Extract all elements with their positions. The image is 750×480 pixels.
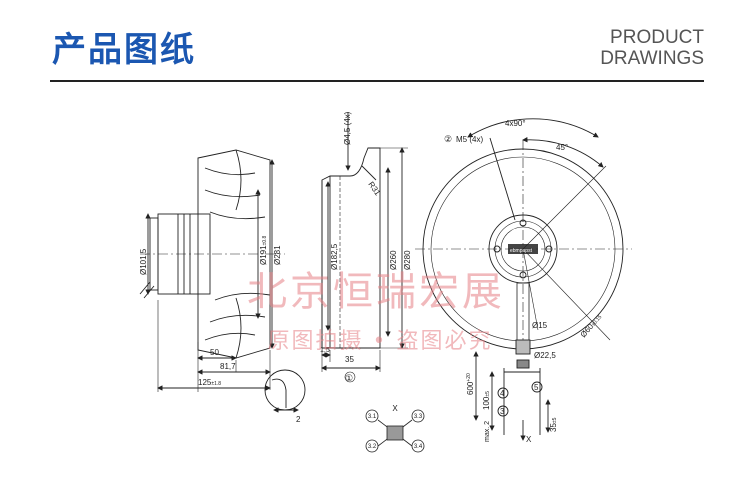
dim-101-5: Ø101,5: [139, 248, 148, 275]
dim-2: 2: [296, 415, 301, 424]
dim-1-5: 1,5: [320, 347, 330, 354]
callout-4: 4: [500, 389, 505, 398]
dim-280: Ø280: [403, 250, 412, 270]
dim-100: 100±5: [482, 391, 491, 410]
dim-600: 600+20: [466, 373, 475, 395]
dim-35: 35: [345, 355, 354, 364]
dim-22-5: Ø22,5: [534, 351, 556, 360]
side-view-labels: 50 81,7 125±1.8 Ø101,5 Ø191±0.8 Ø281 2: [139, 236, 301, 424]
cable-x-label: X: [526, 435, 532, 444]
callout-2: ②: [444, 134, 452, 144]
dim-max2: max. 2: [484, 421, 491, 442]
watermark-line-2: 原图拍摄 • 盗图必究: [268, 329, 493, 354]
dim-4x90: 4x90°: [505, 119, 526, 128]
section-view: [321, 112, 408, 383]
page-title: 产品图纸: [52, 30, 196, 70]
front-view: [415, 118, 632, 355]
callout-5: 5: [534, 383, 539, 392]
front-view-labels: 4x90° ② M5 (4x) 45° ebmpapst Ø15 Ø60±0.1…: [444, 119, 603, 360]
page-subtitle: PRODUCT DRAWINGS: [600, 27, 704, 69]
dim-45: 45°: [556, 143, 568, 152]
cable-view-labels: 600+20 100±5 35±5 max. 2 4 5 3 X: [466, 373, 558, 444]
dim-81-7: 81,7: [220, 362, 236, 371]
dim-191: Ø191±0.8: [259, 236, 268, 265]
callout-3-4: 3.4: [414, 444, 423, 450]
subtitle-line-2: DRAWINGS: [600, 48, 704, 69]
dim-60: Ø60±0.15: [579, 312, 604, 339]
subtitle-line-1: PRODUCT: [610, 27, 704, 48]
watermark-line-1: 北京恒瑞宏展: [247, 269, 505, 315]
dim-35-cable: 35±5: [549, 417, 558, 432]
detail-x-labels: X 3.1 3.3 3.2 3.4: [368, 404, 423, 450]
dim-125: 125±1.8: [198, 378, 221, 387]
dim-50: 50: [210, 348, 219, 357]
callout-3-1: 3.1: [368, 414, 377, 420]
callout-3-3: 3.3: [414, 414, 423, 420]
callout-1: ①: [345, 373, 353, 383]
dim-m5: M5 (4x): [456, 135, 483, 144]
callout-3-2: 3.2: [368, 444, 377, 450]
brand-label: ebmpapst: [510, 248, 533, 254]
dim-281: Ø281: [273, 245, 282, 265]
header-divider: [50, 80, 704, 82]
detail-x-title: X: [392, 404, 398, 413]
dim-15: Ø15: [532, 321, 548, 330]
detail-x: [365, 409, 425, 453]
side-view: [139, 149, 306, 413]
cable-view: [473, 351, 551, 441]
dim-182-5: Ø182,5: [330, 243, 339, 270]
watermark: 北京恒瑞宏展 原图拍摄 • 盗图必究: [247, 269, 505, 354]
dim-260: Ø260: [389, 250, 398, 270]
dim-4-5: Ø4,5 (4x): [343, 111, 352, 145]
callout-3: 3: [500, 407, 505, 416]
